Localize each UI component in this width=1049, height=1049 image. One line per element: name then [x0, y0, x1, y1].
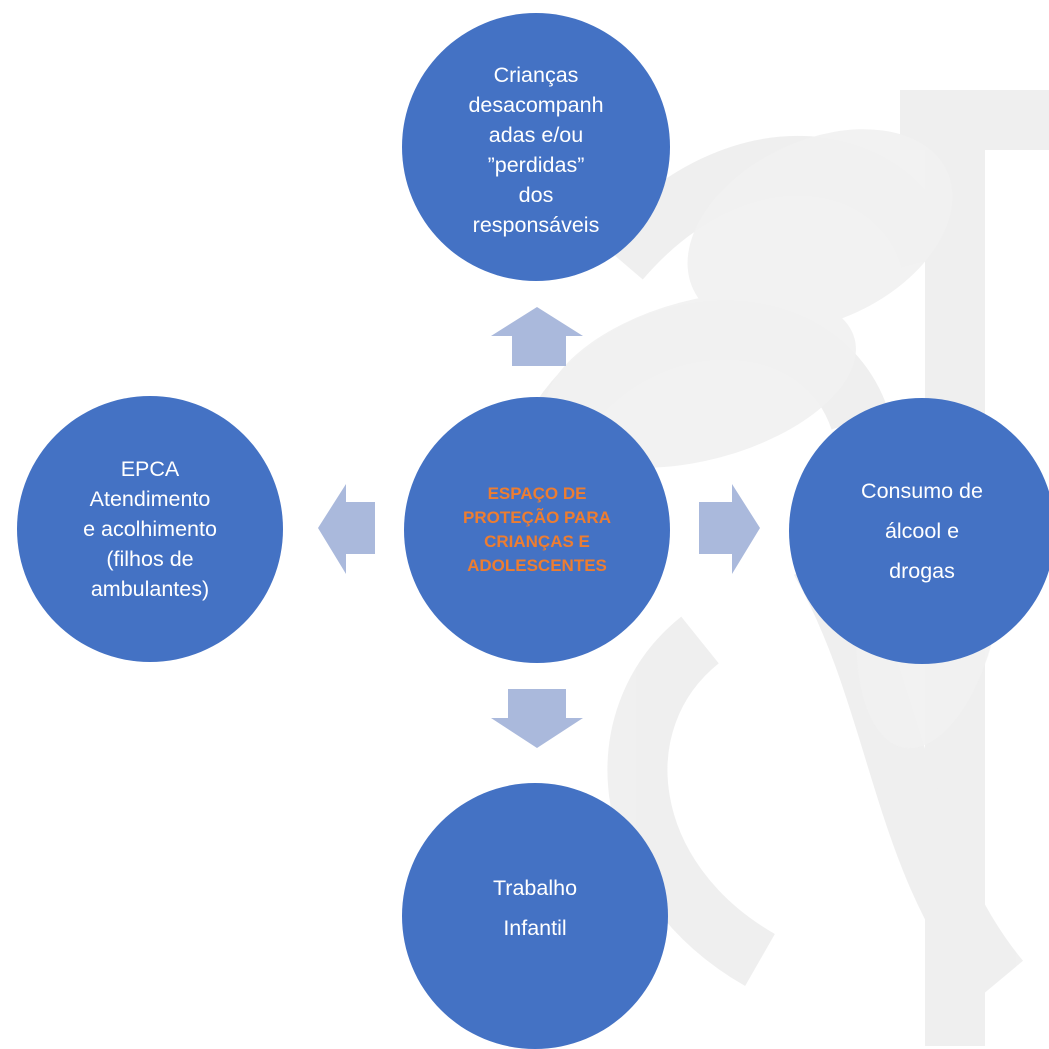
center-line: ESPAÇO DE — [487, 484, 587, 503]
node-bottom-line: Trabalho — [492, 876, 578, 900]
center-line: CRIANÇAS E — [484, 532, 590, 551]
node-bottom-line: Infantil — [503, 916, 567, 940]
center-line: ADOLESCENTES — [467, 556, 607, 575]
arrow-left — [318, 484, 375, 574]
node-right: Consumo de álcool e drogas — [789, 398, 1049, 664]
node-left-line: e acolhimento — [83, 517, 217, 541]
node-left-line: (filhos de — [106, 547, 194, 571]
node-top-line: responsáveis — [472, 213, 600, 237]
center-line: PROTEÇÃO PARA — [463, 508, 611, 527]
node-top-line: ”perdidas” — [487, 153, 585, 177]
node-right-line: Consumo de — [861, 479, 983, 503]
arrow-right — [699, 484, 760, 574]
node-left-line: Atendimento — [89, 487, 211, 511]
node-top-line: Crianças — [493, 63, 579, 87]
node-bottom: Trabalho Infantil — [402, 783, 668, 1049]
node-left-line: EPCA — [120, 457, 180, 481]
arrow-up — [491, 307, 583, 366]
node-left: EPCA Atendimento e acolhimento (filhos d… — [17, 396, 283, 662]
node-top-line: adas e/ou — [488, 123, 584, 147]
node-right-line: drogas — [889, 559, 955, 583]
node-right-line: álcool e — [884, 519, 960, 543]
node-top-line: dos — [518, 183, 554, 207]
node-top-line: desacompanh — [468, 93, 604, 117]
arrow-down — [491, 689, 583, 748]
center-node: ESPAÇO DE PROTEÇÃO PARA CRIANÇAS E ADOLE… — [404, 397, 670, 663]
node-top: Crianças desacompanh adas e/ou ”perdidas… — [402, 13, 670, 281]
node-left-line: ambulantes) — [90, 577, 210, 601]
